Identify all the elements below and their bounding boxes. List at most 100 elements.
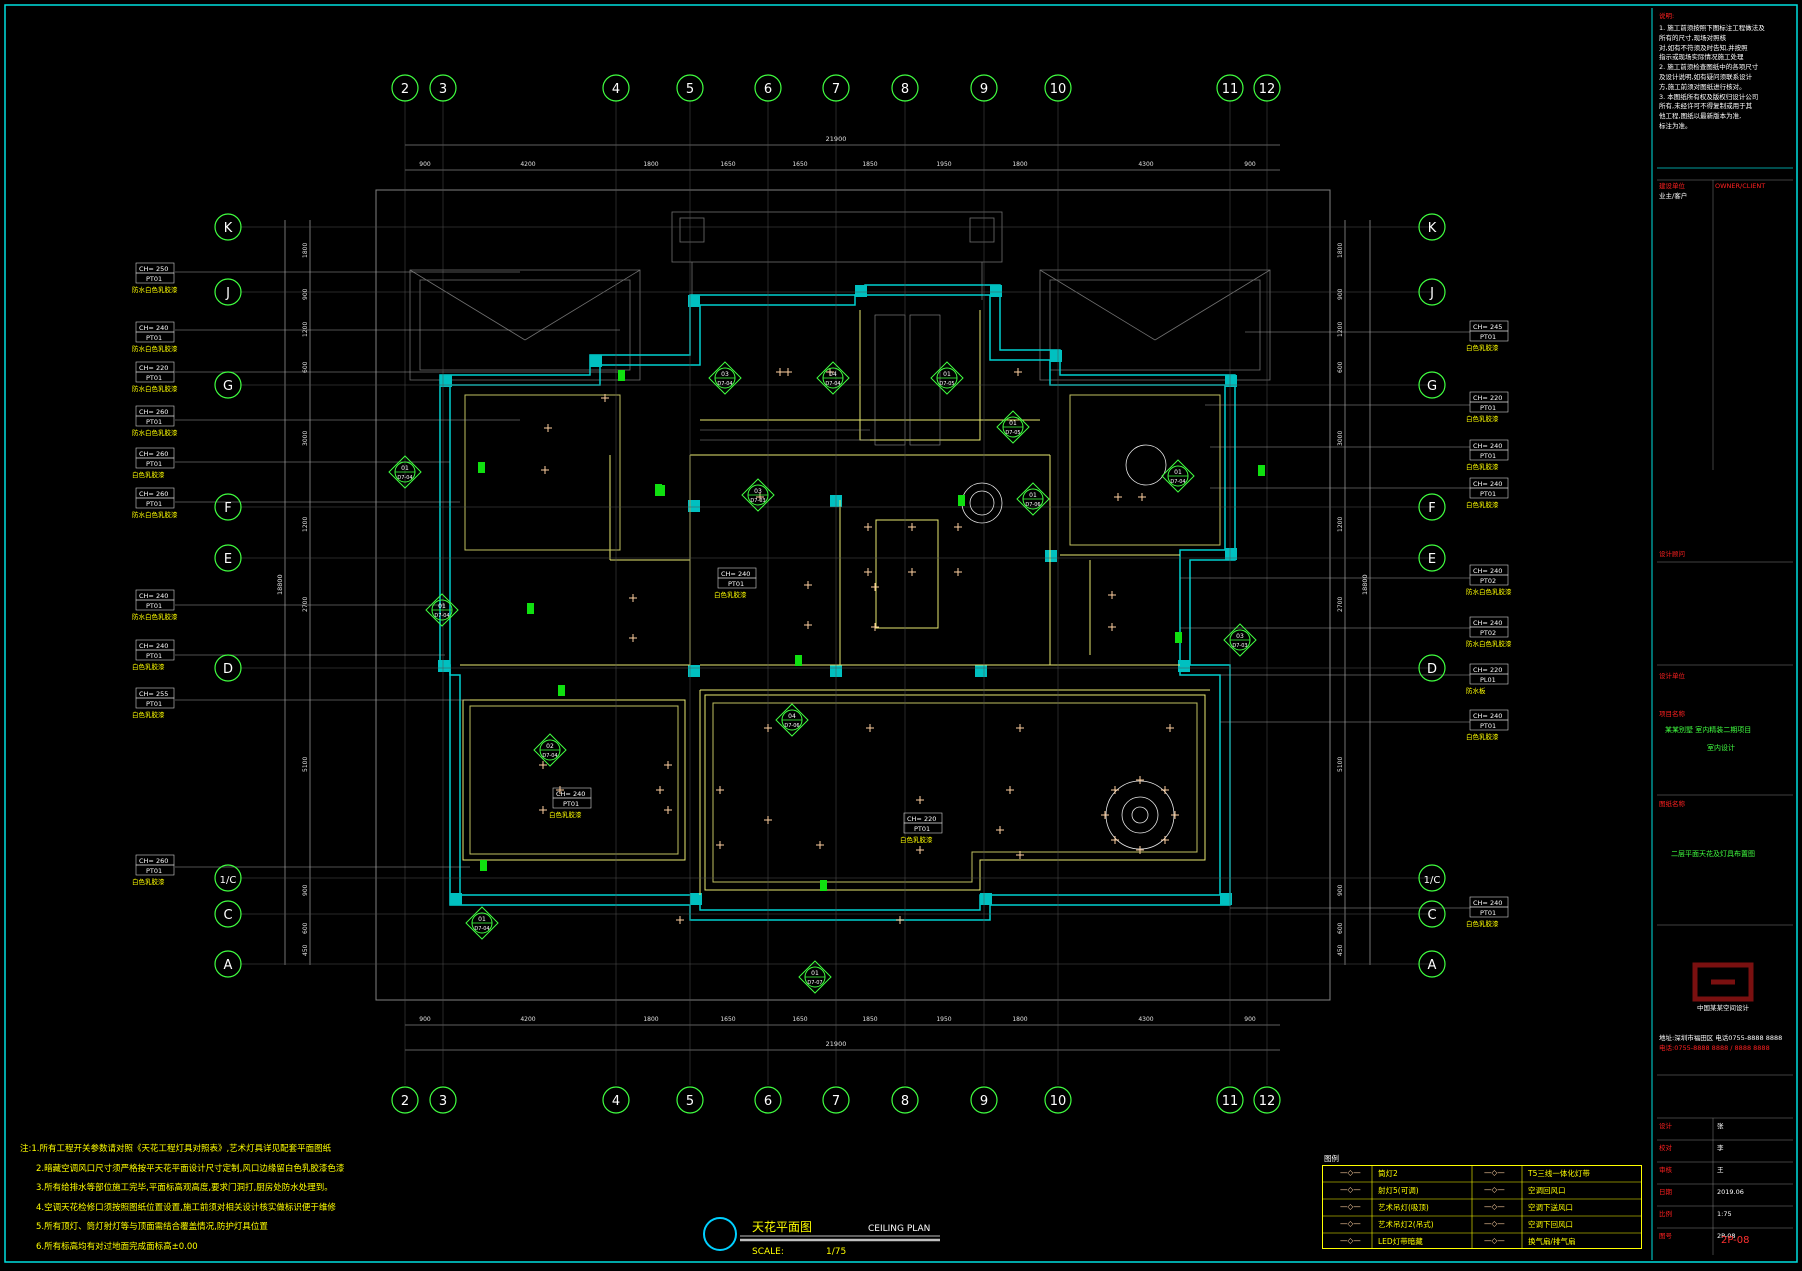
- spot-light-icon: [1136, 846, 1144, 854]
- grid-row-left-G: G: [214, 371, 242, 399]
- svg-text:10: 10: [1050, 82, 1067, 97]
- dim-left: 1800: [302, 243, 309, 258]
- svg-text:CH= 220: CH= 220: [907, 815, 936, 823]
- switch-icon: [478, 462, 485, 473]
- dim-overall-width: 21900: [826, 1040, 847, 1048]
- dim-overall-depth: 18800: [1361, 574, 1369, 595]
- svg-text:5: 5: [686, 82, 694, 97]
- svg-text:CH= 260: CH= 260: [139, 490, 168, 498]
- legend-label: LED灯带暗藏: [1378, 1237, 1423, 1246]
- svg-text:6: 6: [764, 82, 772, 97]
- grid-row-left-1/C: 1/C: [214, 864, 242, 892]
- art-lamp-icon: —◇—: [1340, 1202, 1361, 1211]
- spot-light-icon: [1006, 786, 1014, 794]
- svg-text:8: 8: [901, 1094, 909, 1109]
- tb-note-line: 他工程,图纸以最新版本为准,: [1659, 112, 1742, 121]
- tb-note-line: 3. 本图纸所有权及版权归设计公司: [1659, 92, 1759, 101]
- svg-text:CH= 240: CH= 240: [1473, 480, 1502, 488]
- grid-row-right-D: D: [1418, 654, 1446, 682]
- spot-light-icon: [864, 523, 872, 531]
- spot-light-icon: [1014, 368, 1022, 376]
- spot-light-icon: [1161, 836, 1169, 844]
- dim-right: 1200: [1337, 322, 1344, 337]
- grid-col-bottom-4: 4: [602, 1086, 630, 1114]
- grid-col-bottom-3: 3: [429, 1086, 457, 1114]
- switch-icon: [958, 495, 965, 506]
- svg-text:PT01: PT01: [146, 700, 162, 708]
- t5-icon: —◇—: [1484, 1168, 1505, 1177]
- svg-text:CH= 240: CH= 240: [139, 324, 168, 332]
- tb-client-label2: OWNER/CLIENT: [1715, 182, 1766, 190]
- svg-text:白色乳胶漆: 白色乳胶漆: [1466, 732, 1499, 741]
- svg-text:白色乳胶漆: 白色乳胶漆: [132, 470, 165, 479]
- spot-light-icon: [896, 916, 904, 924]
- return-vent-icon: —◇—: [1484, 1185, 1505, 1194]
- svg-text:CH= 245: CH= 245: [1473, 323, 1502, 331]
- grid-col-top-7: 7: [822, 74, 850, 102]
- svg-text:PT01: PT01: [1480, 452, 1496, 460]
- dim-bottom: 1850: [862, 1016, 877, 1023]
- dim-bottom: 900: [1244, 1016, 1256, 1023]
- tb-note-line: 方,施工前须对图纸进行核对。: [1659, 82, 1746, 91]
- svg-text:03: 03: [754, 488, 762, 495]
- tb-row-value: 2019.06: [1717, 1188, 1744, 1196]
- svg-text:防水白色乳胶漆: 防水白色乳胶漆: [1466, 639, 1512, 648]
- svg-text:F: F: [224, 501, 231, 516]
- svg-text:防水白色乳胶漆: 防水白色乳胶漆: [132, 285, 178, 294]
- svg-text:G: G: [223, 379, 233, 394]
- spot-light-icon: [954, 523, 962, 531]
- grid-row-left-F: F: [214, 493, 242, 521]
- svg-text:PT01: PT01: [1480, 490, 1496, 498]
- tb-row-label: 图号: [1659, 1232, 1672, 1240]
- dim-top: 4300: [1138, 161, 1153, 168]
- spot-light-icon: [764, 724, 772, 732]
- svg-text:04: 04: [829, 371, 837, 378]
- grid-col-bottom-12: 12: [1253, 1086, 1281, 1114]
- svg-text:4: 4: [612, 1094, 620, 1109]
- svg-text:D: D: [223, 662, 233, 677]
- spot-light-icon: [1108, 591, 1116, 599]
- dim-left: 1200: [302, 517, 309, 532]
- exhaust-icon: —◇—: [1484, 1219, 1505, 1228]
- tb-note-line: 1. 施工前须按照下图标注工程做法及: [1659, 24, 1765, 32]
- dim-overall-width: 21900: [826, 135, 847, 143]
- spot-light-icon: [756, 493, 764, 501]
- svg-text:PT01: PT01: [146, 460, 162, 468]
- tb-row-value: 张: [1717, 1122, 1724, 1130]
- spot-light-icon: [871, 623, 879, 631]
- switch-icon: [820, 880, 827, 891]
- tb-row-value: 2P-08: [1717, 1232, 1736, 1240]
- spot-light-icon: [866, 724, 874, 732]
- grid-col-bottom-2: 2: [391, 1086, 419, 1114]
- svg-text:3: 3: [439, 1094, 447, 1109]
- tb-company-addr: 地址:深圳市福田区 电话0755-8888 8888: [1659, 1034, 1783, 1042]
- svg-text:D7-05: D7-05: [1005, 430, 1020, 436]
- spot-light-icon: [541, 466, 549, 474]
- svg-text:D7-03: D7-03: [1232, 643, 1247, 649]
- svg-text:D7-04: D7-04: [717, 381, 732, 387]
- grid-row-right-E: E: [1418, 544, 1446, 572]
- spot-light-icon: [764, 816, 772, 824]
- spot-light-icon: [864, 568, 872, 576]
- grid-lines: [240, 100, 1432, 1085]
- grid-col-top-4: 4: [602, 74, 630, 102]
- note-line: 3.所有给排水等部位施工完毕,平面标高观高度,要求门洞打,厨房处防水处理到。: [36, 1183, 333, 1193]
- tb-row-value: 李: [1717, 1144, 1724, 1152]
- legend: 图例 筒灯2—◇—射灯5(可调)—◇—艺术吊灯(吸顶)—◇—艺术吊灯2(吊式)—…: [1322, 1153, 1642, 1249]
- svg-text:10: 10: [1050, 1094, 1067, 1109]
- svg-text:防水白色乳胶漆: 防水白色乳胶漆: [132, 428, 178, 437]
- svg-text:01: 01: [478, 916, 486, 923]
